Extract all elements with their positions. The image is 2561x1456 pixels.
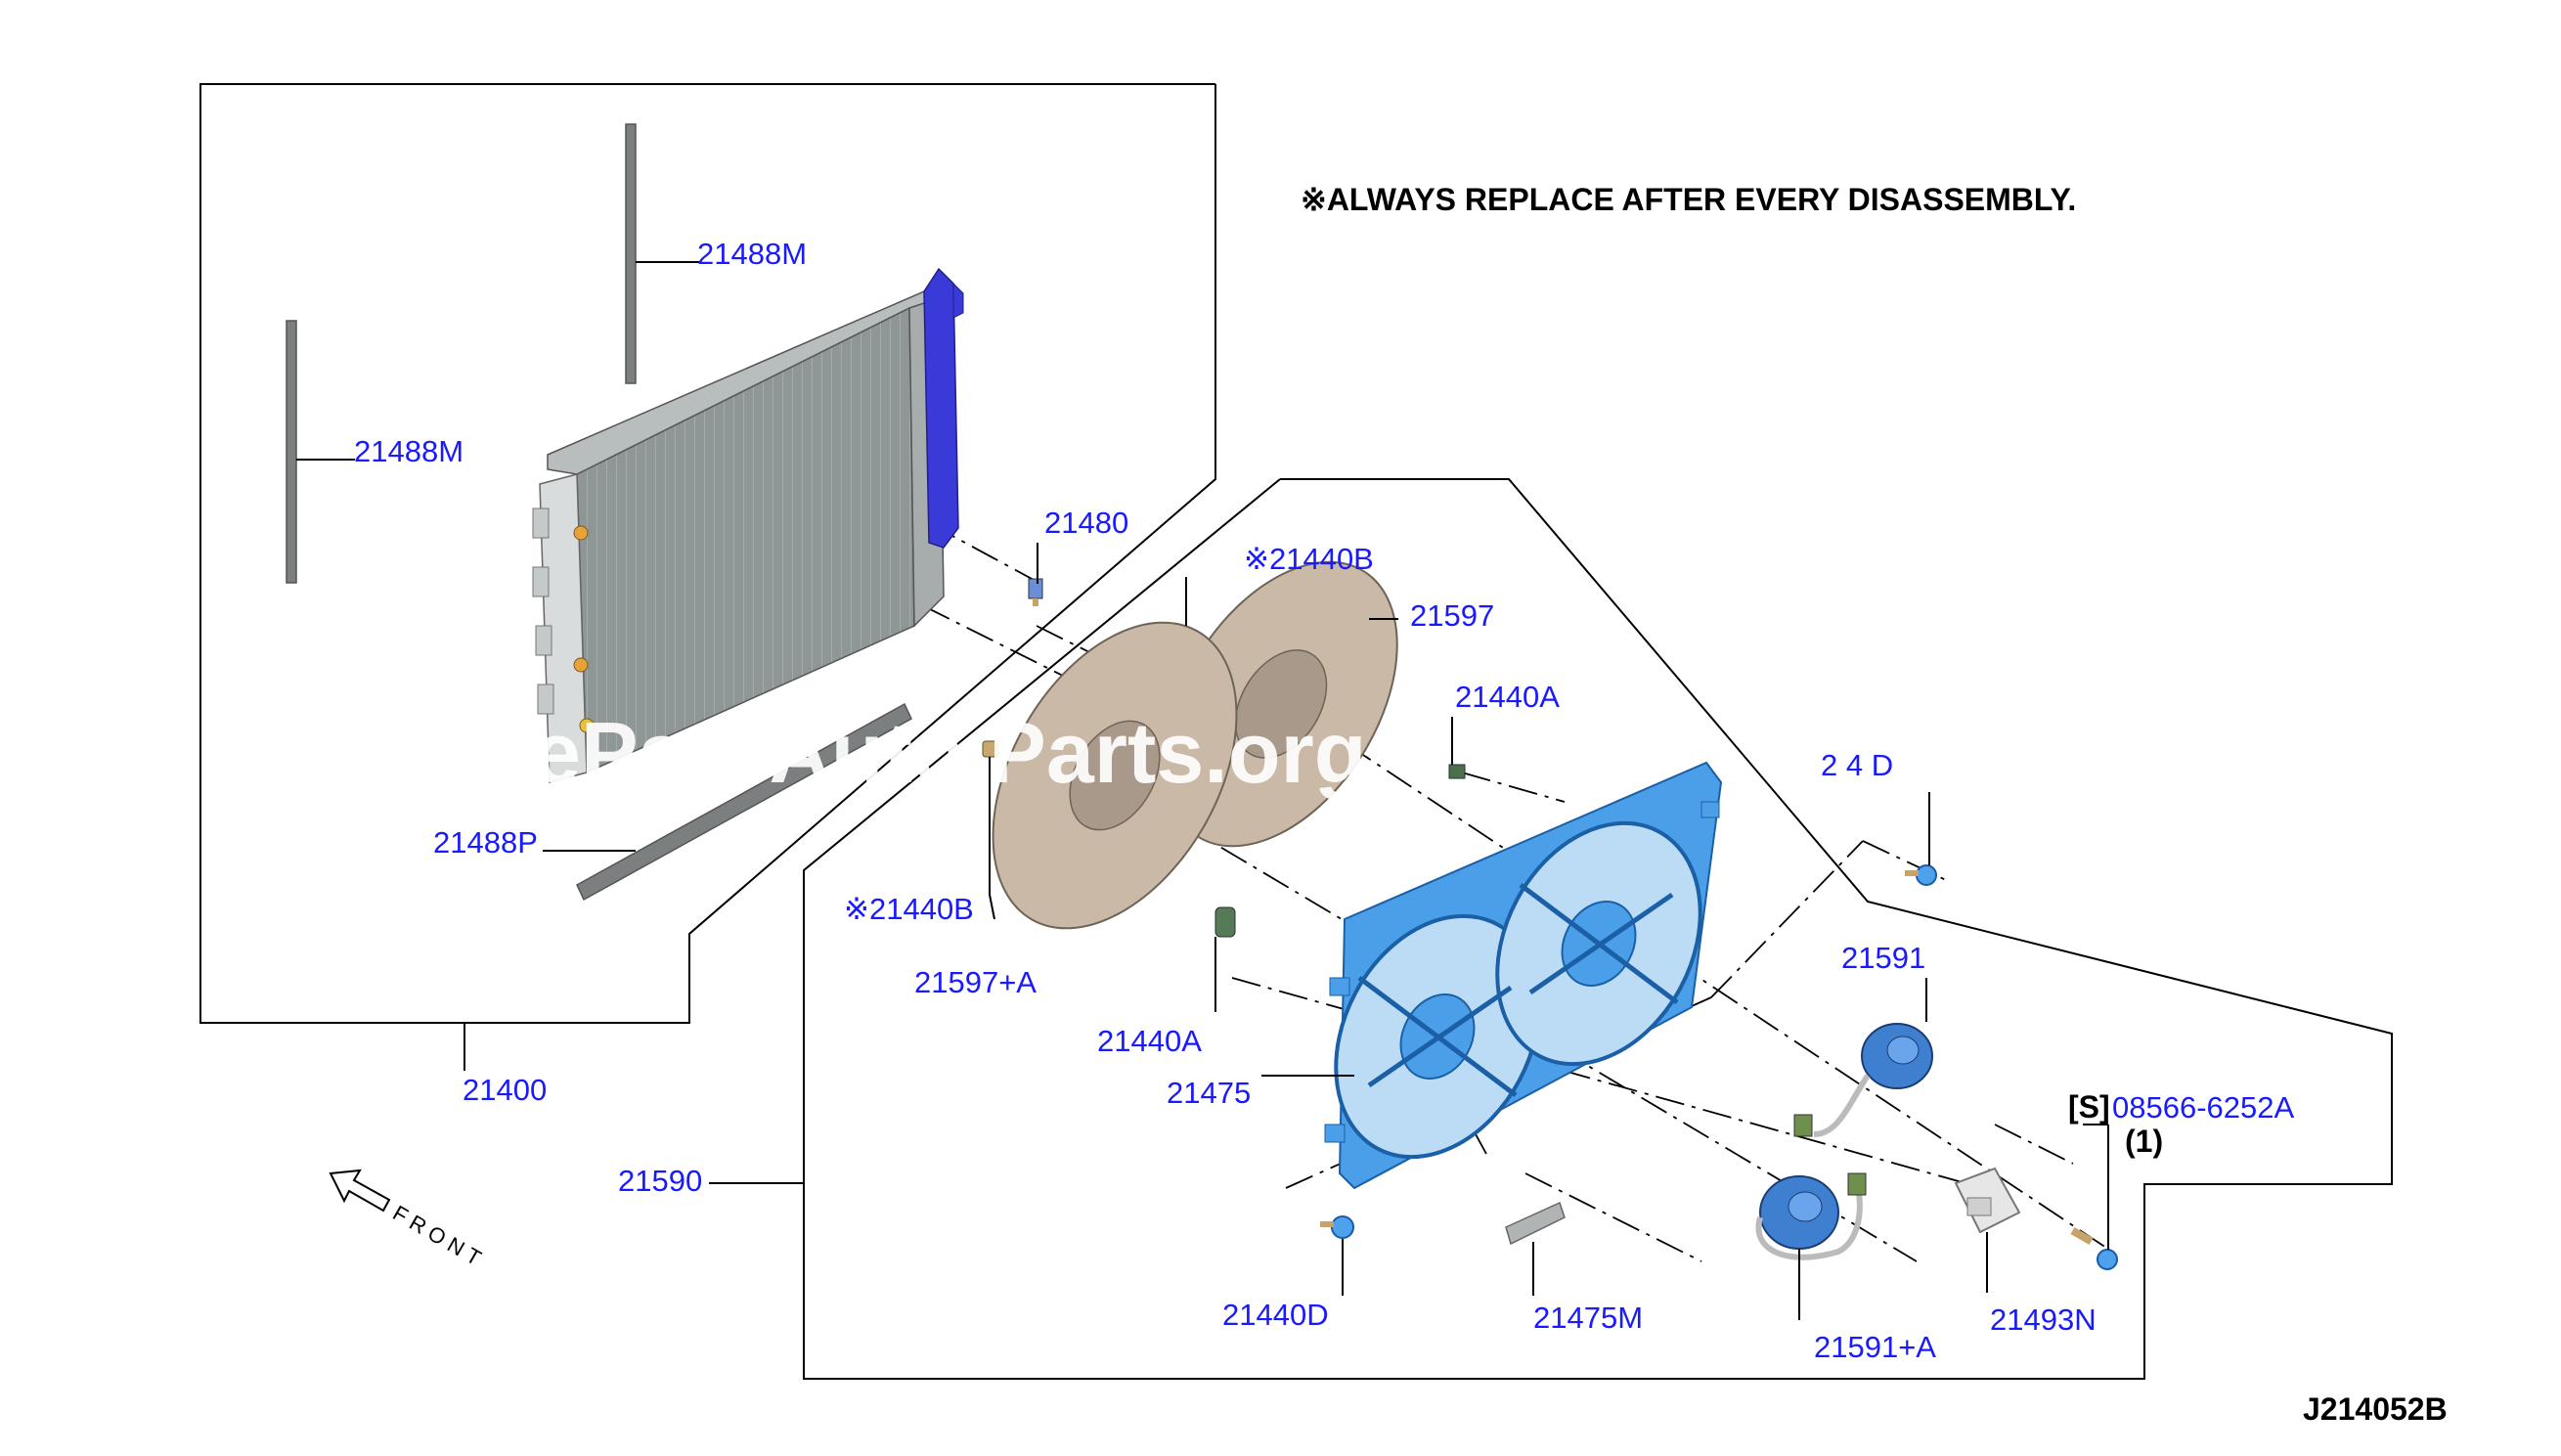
seal-21488m-top [625, 123, 637, 384]
fan-group-frame [803, 478, 2393, 1380]
label-21475: 21475 [1167, 1076, 1251, 1110]
note-text: ※ALWAYS REPLACE AFTER EVERY DISASSEMBLY. [1301, 182, 2076, 217]
label-08566-prefix: [S] [2068, 1089, 2110, 1125]
label-21440a-mid: 21440A [1097, 1024, 1202, 1058]
front-label: FRONT [389, 1201, 491, 1274]
radiator [532, 267, 964, 783]
label-2144d: 2 4 D [1821, 748, 1893, 782]
label-21591-a: 21591+A [1814, 1330, 1936, 1364]
bolt-21440d-bottom [1320, 1215, 1354, 1239]
label-21597-a: 21597+A [914, 965, 1037, 999]
label-21440a-top: 21440A [1455, 680, 1560, 714]
fan-shroud-21475 [1324, 761, 1723, 1190]
bracket-21475m [1505, 1201, 1566, 1246]
label-21493n: 21493N [1990, 1302, 2097, 1337]
label-21475m: 21475M [1533, 1301, 1643, 1335]
label-21488m-top: 21488M [697, 237, 807, 271]
label-21488m-left: 21488M [354, 434, 464, 468]
label-21440b-left: ※21440B [844, 892, 974, 926]
fan-21597-a [992, 621, 1238, 930]
label-08566-6252a: 08566-6252A [2112, 1090, 2294, 1125]
resistor-21493n [1954, 1167, 2021, 1234]
label-21591: 21591 [1841, 941, 1925, 975]
leader-lines [296, 261, 2109, 1320]
bolt-08566-6252a [2070, 1227, 2118, 1270]
diagram-code: J214052B [2303, 1391, 2448, 1427]
seal-21488p [576, 702, 912, 902]
bolt-2144d-right [1905, 864, 1937, 886]
motor-21591 [1793, 1023, 1933, 1137]
clip-21440a-mid [1214, 906, 1236, 938]
label-08566-qty: (1) [2125, 1124, 2163, 1159]
radiator-group-frame [199, 83, 1216, 1024]
seal-21488m-left [286, 320, 297, 584]
label-21440b-top: ※21440B [1244, 542, 1374, 576]
label-21440d: 21440D [1222, 1298, 1329, 1332]
label-21480: 21480 [1044, 506, 1128, 540]
clip-21440a-top [1448, 764, 1466, 779]
label-21400: 21400 [463, 1073, 547, 1107]
watermark: ePart Auto Parts.org [533, 704, 1366, 801]
label-21597: 21597 [1410, 598, 1494, 633]
motor-21591-a [1755, 1172, 1867, 1260]
drain-plug-21480 [1028, 578, 1043, 606]
label-21590: 21590 [618, 1164, 702, 1198]
label-21488p: 21488P [433, 825, 538, 860]
front-arrow-icon [329, 1169, 391, 1213]
